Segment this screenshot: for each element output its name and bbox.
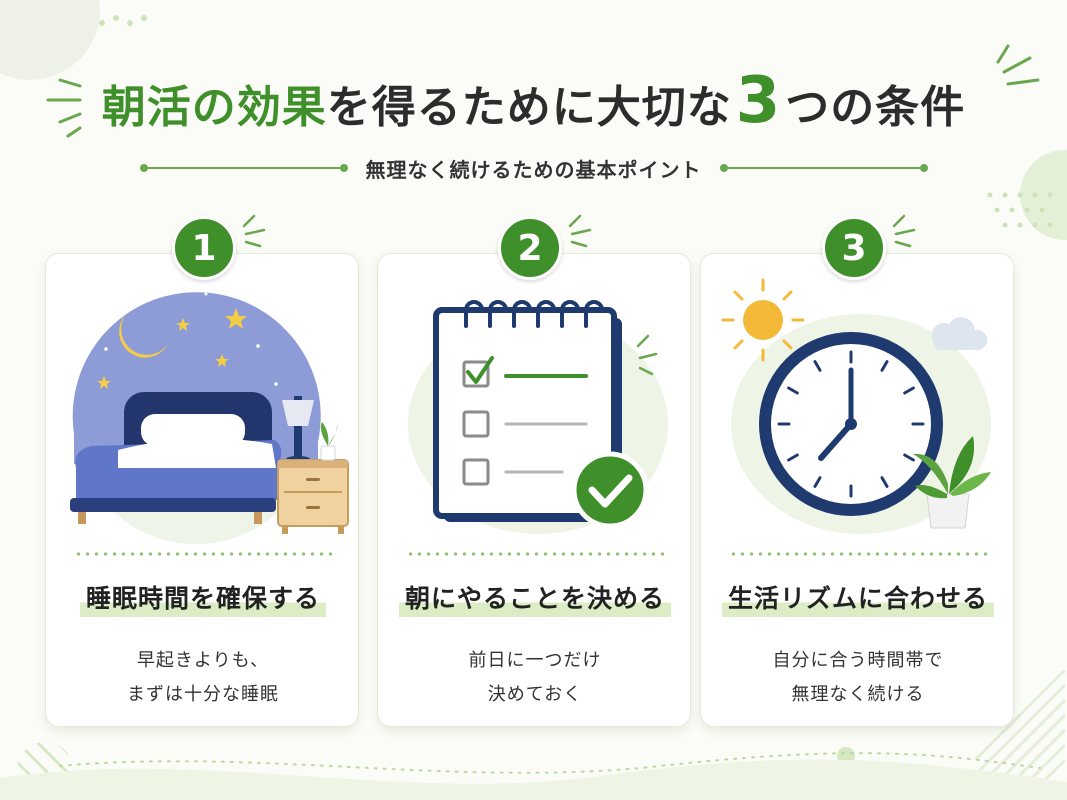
card-desc-line-2: 無理なく続ける xyxy=(791,684,925,705)
step-badge-2: 2 xyxy=(498,216,562,280)
card-title-wrap: 睡眠時間を確保する xyxy=(46,576,360,620)
condition-card-1: 睡眠時間を確保する 早起きよりも、 まずは十分な睡眠 xyxy=(45,253,359,727)
card-description: 自分に合う時間帯で 無理なく続ける xyxy=(701,644,1015,712)
card-description: 前日に一つだけ 決めておく xyxy=(378,644,692,712)
card-title-wrap: 生活リズムに合わせる xyxy=(701,576,1015,620)
condition-card-3: 生活リズムに合わせる 自分に合う時間帯で 無理なく続ける xyxy=(700,253,1014,727)
card-title: 生活リズムに合わせる xyxy=(721,579,994,617)
card-desc-line-2: 決めておく xyxy=(487,684,583,705)
card-desc-line-2: まずは十分な睡眠 xyxy=(127,684,279,705)
bg-wave-bottom xyxy=(0,752,1067,800)
card-title-wrap: 朝にやることを決める xyxy=(378,576,692,620)
divider-dots xyxy=(406,552,664,556)
divider-dots xyxy=(729,552,987,556)
bg-dots-right xyxy=(987,192,1053,228)
subtitle-line-right xyxy=(719,164,928,172)
checklist-notepad-icon xyxy=(408,300,668,534)
badge-rays-3 xyxy=(892,214,916,248)
subtitle-line-left xyxy=(139,164,348,172)
title-rays-left xyxy=(46,78,82,138)
condition-card-2: 朝にやることを決める 前日に一つだけ 決めておく xyxy=(377,253,691,727)
subtitle-row: 無理なく続けるための基本ポイント xyxy=(0,152,1067,184)
step-badge-1: 1 xyxy=(172,216,236,280)
title-middle: を得るために大切な xyxy=(326,82,732,133)
clock-sun-icon xyxy=(721,278,991,534)
step-badge-3: 3 xyxy=(822,216,886,280)
page-subtitle: 無理なく続けるための基本ポイント xyxy=(365,157,702,182)
badge-rays-1 xyxy=(242,214,266,248)
divider-dots xyxy=(74,552,332,556)
bed-night-icon xyxy=(70,292,349,544)
card-title: 朝にやることを決める xyxy=(398,579,671,617)
card-title: 睡眠時間を確保する xyxy=(79,579,326,617)
title-number: 3 xyxy=(735,64,782,138)
bg-dots-top xyxy=(99,15,147,26)
title-highlight: 朝活の効果 xyxy=(101,82,327,133)
card-desc-line-1: 早起きよりも、 xyxy=(136,650,270,671)
page-title: 朝活の効果 を得るために大切な 3 つの条件 xyxy=(0,62,1067,142)
badge-rays-2 xyxy=(568,214,592,248)
card-description: 早起きよりも、 まずは十分な睡眠 xyxy=(46,644,360,712)
card-desc-line-1: 自分に合う時間帯で xyxy=(772,650,944,671)
title-end: つの条件 xyxy=(785,82,966,133)
title-rays-right xyxy=(996,44,1040,86)
card-desc-line-1: 前日に一つだけ xyxy=(468,650,602,671)
